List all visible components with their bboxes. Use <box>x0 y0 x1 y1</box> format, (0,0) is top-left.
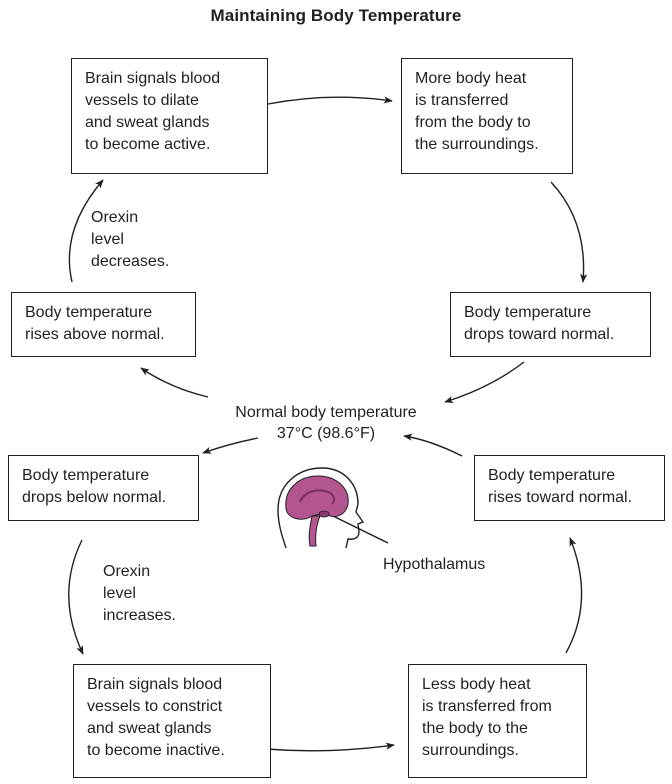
normal-temperature-text: Normal body temperature <box>235 404 417 421</box>
arrow-normal-to-below <box>202 437 259 454</box>
normal-temperature-value: 37°C (98.6°F) <box>276 425 376 442</box>
hypothalamus-spot <box>318 510 330 518</box>
normal-temperature-label: Normal body temperature 37°C (98.6°F) <box>196 402 456 444</box>
arrow-rising-to-normal <box>403 433 463 457</box>
box-less-heat-transferred: Less body heat is transferred from the b… <box>408 664 587 778</box>
box-temp-drops-toward-normal: Body temperature drops toward normal. <box>450 292 651 357</box>
arrow-less-to-rising <box>565 537 583 654</box>
brain-stem <box>308 515 321 547</box>
box-more-heat-transferred: More body heat is transferred from the b… <box>401 58 573 174</box>
note-orexin-decreases: Orexin level decreases. <box>91 209 170 270</box>
note-orexin-increases: Orexin level increases. <box>103 563 176 624</box>
box-temp-rises-above-normal: Body temperature rises above normal. <box>11 292 196 357</box>
box-brain-signals-constrict: Brain signals blood vessels to constrict… <box>73 664 271 778</box>
diagram-title: Maintaining Body Temperature <box>210 6 462 25</box>
arrow-below-to-signal <box>68 539 84 655</box>
arrow-signal-to-heat <box>267 96 393 105</box>
box-temp-rises-toward-normal: Body temperature rises toward normal. <box>474 455 665 521</box>
brain-inner-detail <box>299 489 336 505</box>
arrow-heat-to-drop <box>550 181 588 283</box>
arrow-constrict-to-less <box>265 742 395 752</box>
box-brain-signals-dilate: Brain signals blood vessels to dilate an… <box>71 58 268 174</box>
head-brain-illustration <box>277 467 365 549</box>
arrow-drop-to-normal <box>444 361 525 404</box>
arrow-normal-to-rise <box>140 367 209 398</box>
head-outline <box>277 467 365 549</box>
brain-cortex <box>285 475 349 520</box>
box-temp-drops-below-normal: Body temperature drops below normal. <box>8 455 199 521</box>
arrow-rise-to-signal <box>68 179 104 283</box>
hypothalamus-label: Hypothalamus <box>383 556 486 573</box>
hypothalamus-pointer <box>332 515 389 544</box>
